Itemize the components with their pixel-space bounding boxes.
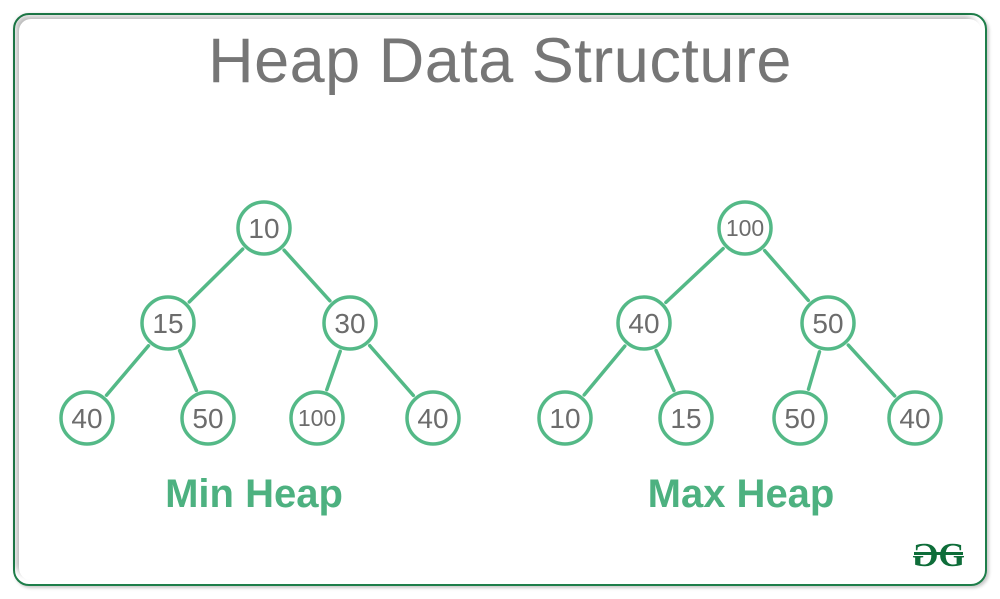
max-heap-edge bbox=[762, 248, 811, 303]
min-heap-node bbox=[180, 390, 236, 446]
max-heap-edge bbox=[654, 348, 676, 393]
min-heap-edge bbox=[282, 248, 332, 303]
max-heap-edge bbox=[806, 350, 822, 391]
min-heap-tree: 10 15 30 40 50 100 40 bbox=[59, 200, 461, 446]
max-heap-node-value: 40 bbox=[628, 308, 659, 339]
max-heap-node bbox=[800, 295, 856, 351]
min-heap-edge bbox=[177, 348, 199, 393]
min-heap-node bbox=[59, 390, 115, 446]
max-heap-node-value: 10 bbox=[549, 403, 580, 434]
min-heap-node-value: 30 bbox=[334, 308, 365, 339]
min-heap-edge bbox=[104, 344, 151, 397]
max-heap-tree: 100 40 50 10 15 50 40 bbox=[537, 200, 943, 446]
max-heap-node-value: 50 bbox=[784, 403, 815, 434]
max-heap-label: Max Heap bbox=[647, 472, 835, 516]
min-heap-node bbox=[140, 295, 196, 351]
page-title: Heap Data Structure bbox=[208, 26, 792, 96]
min-heap-node bbox=[322, 295, 378, 351]
min-heap-node-value: 50 bbox=[192, 403, 223, 434]
logo-strikethrough-bar bbox=[914, 552, 963, 555]
min-heap-edge bbox=[325, 349, 342, 392]
min-heap-label: Min Heap bbox=[165, 472, 343, 516]
min-heap-edge bbox=[367, 343, 416, 398]
min-heap-node-value: 40 bbox=[417, 403, 448, 434]
max-heap-node-value: 100 bbox=[726, 215, 764, 241]
max-heap-node bbox=[887, 390, 943, 446]
min-heap-node-value: 40 bbox=[71, 403, 102, 434]
logo-letter-reversed-g: G bbox=[914, 537, 939, 574]
max-heap-node-value: 50 bbox=[812, 308, 843, 339]
geeksforgeeks-logo: GG bbox=[914, 537, 965, 574]
max-heap-edge bbox=[846, 343, 897, 398]
min-heap-node-value: 15 bbox=[152, 308, 183, 339]
max-heap-node-value: 40 bbox=[899, 403, 930, 434]
min-heap-node bbox=[405, 390, 461, 446]
max-heap-edge bbox=[664, 246, 725, 305]
min-heap-node bbox=[236, 200, 292, 256]
min-heap-edge bbox=[187, 247, 245, 304]
max-heap-node bbox=[537, 390, 593, 446]
max-heap-node bbox=[658, 390, 714, 446]
max-heap-node bbox=[717, 200, 773, 256]
max-heap-edge bbox=[582, 344, 627, 397]
min-heap-node bbox=[289, 390, 345, 446]
max-heap-node-value: 15 bbox=[670, 403, 701, 434]
max-heap-node bbox=[616, 295, 672, 351]
logo-letter-g: G bbox=[938, 537, 964, 574]
min-heap-node-value: 10 bbox=[248, 213, 279, 244]
max-heap-node bbox=[772, 390, 828, 446]
min-heap-node-value: 100 bbox=[298, 405, 336, 431]
